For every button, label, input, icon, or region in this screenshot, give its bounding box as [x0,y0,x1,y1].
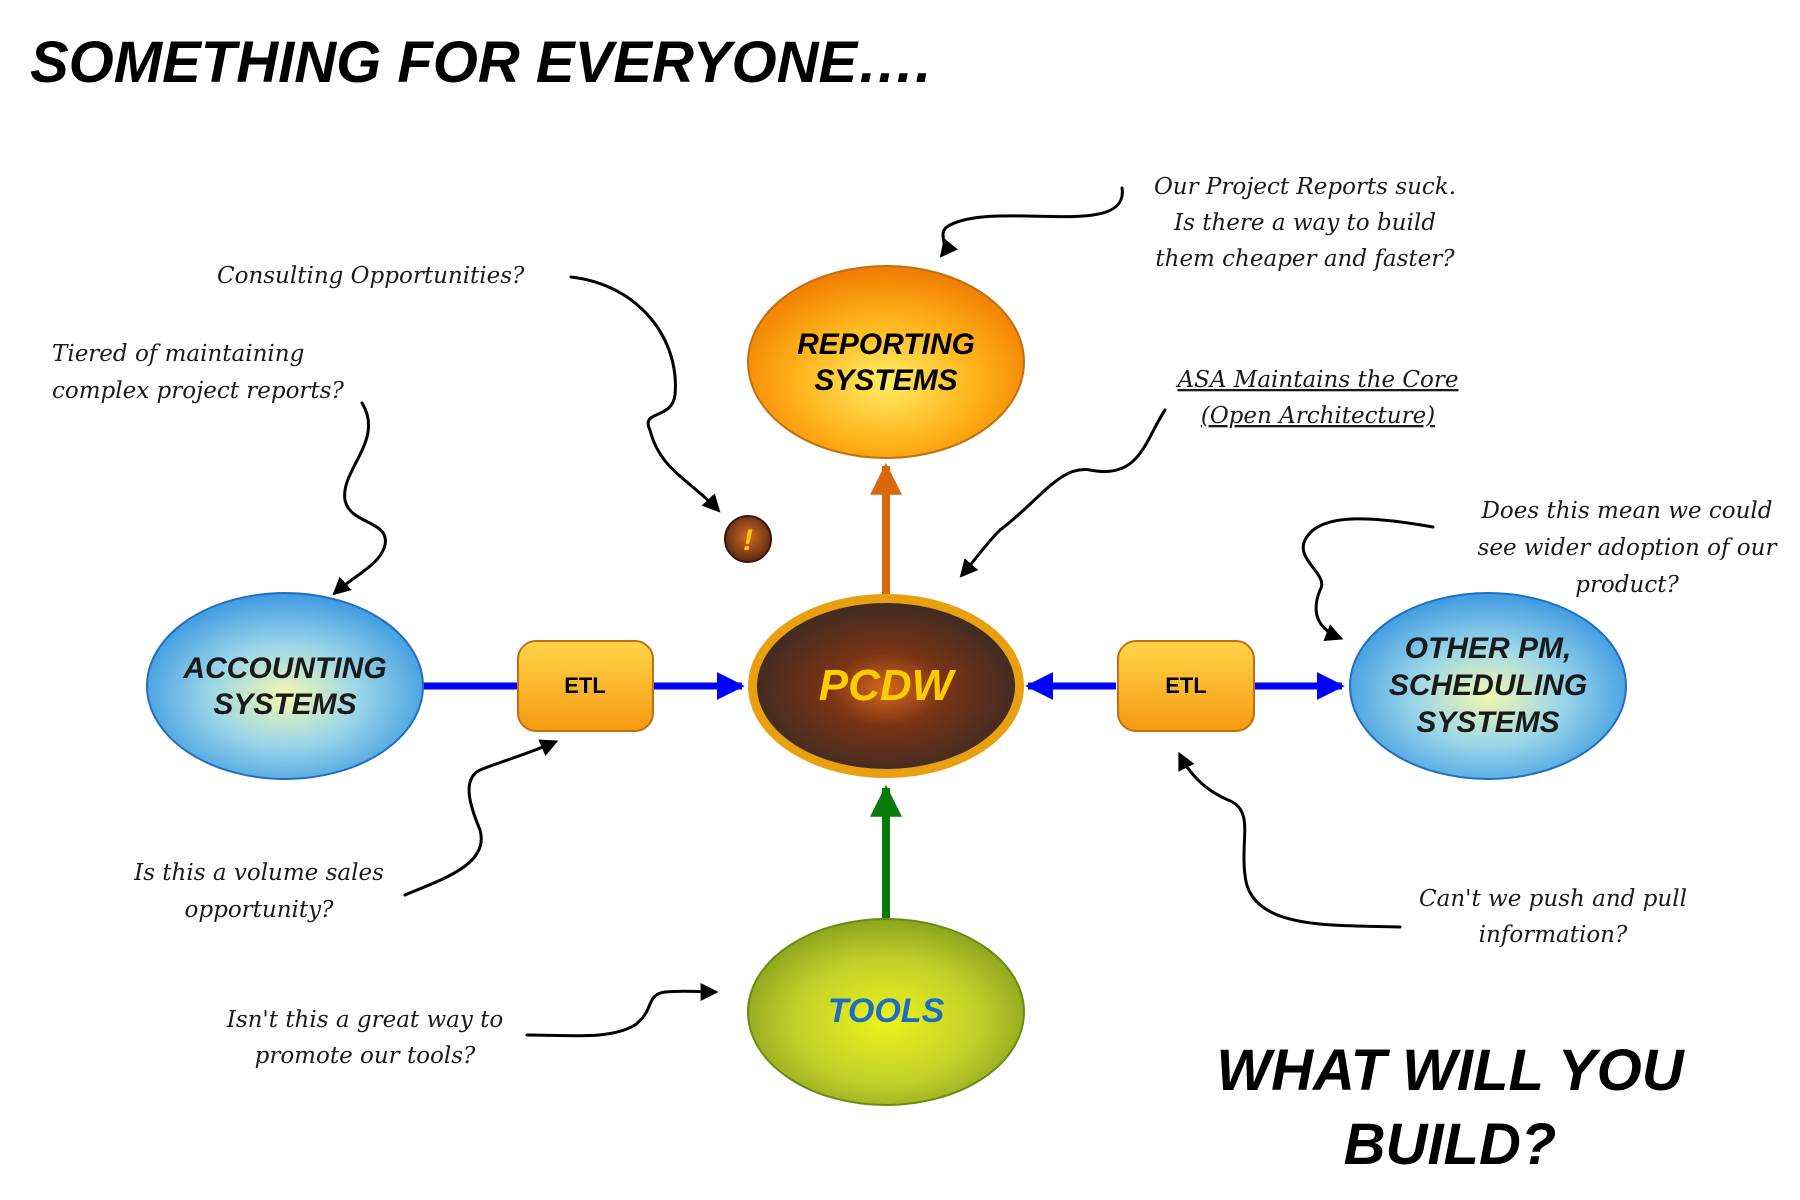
alert-badge: ! [724,515,772,563]
annotation-notes: Our Project Reports suck. Is there a way… [52,174,1778,1069]
note-asa-line1: ASA Maintains the Core [1176,367,1459,393]
other-label-line2: SCHEDULING [1389,669,1587,702]
note-adoption-line2: see wider adoption of our [1478,535,1779,561]
page-title: SOMETHING FOR EVERYONE…. [30,30,931,95]
note-promote-line2: promote our tools? [255,1043,476,1069]
annotation-curves [332,186,1435,1038]
pcdw-label: PCDW [819,661,957,710]
other-label-line1: OTHER PM, [1405,632,1572,665]
note-promote-line1: Isn't this a great way to [226,1007,504,1033]
note-consulting: Consulting Opportunities? [217,263,525,289]
accounting-systems-node: ACCOUNTING SYSTEMS [146,592,424,780]
reporting-label-line1: REPORTING [797,328,975,361]
other-systems-node: OTHER PM, SCHEDULING SYSTEMS [1349,592,1627,780]
reporting-label-line2: SYSTEMS [814,364,957,397]
accounting-label-line2: SYSTEMS [213,688,356,721]
promote-curve [525,982,719,1038]
tiered-curve [332,401,387,596]
volume-curve [403,739,559,897]
other-label-line3: SYSTEMS [1416,706,1559,739]
push-pull-curve [1178,751,1402,929]
adoption-curve [1301,517,1435,642]
pcdw-node: PCDW [748,594,1024,778]
closing-question-line1: WHAT WILL YOU [1216,1038,1685,1103]
note-volume-line1: Is this a volume sales [133,860,384,886]
note-volume-line2: opportunity? [185,897,335,923]
connectors [420,462,1345,920]
etl-right-box: ETL [1117,640,1255,732]
asa-curve [959,408,1167,578]
accounting-label-line1: ACCOUNTING [182,652,386,685]
reports-curve [939,186,1124,258]
note-push-pull-line2: information? [1479,922,1628,948]
etl-left-box: ETL [517,640,654,732]
note-reports-line3: them cheaper and faster? [1155,246,1455,272]
reporting-systems-node: REPORTING SYSTEMS [747,265,1025,459]
note-asa-line2: (Open Architecture) [1201,403,1435,429]
closing-question-line2: BUILD? [1344,1112,1557,1177]
note-adoption-line1: Does this mean we could [1480,498,1772,524]
note-reports-line1: Our Project Reports suck. [1154,174,1456,200]
tools-label: TOOLS [828,992,945,1030]
note-push-pull-line1: Can't we push and pull [1419,886,1687,912]
note-reports-line2: Is there a way to build [1173,210,1436,236]
note-adoption-line3: product? [1575,572,1679,598]
etl-right-label: ETL [1165,673,1207,698]
note-tiered-line1: Tiered of maintaining [52,341,304,367]
alert-icon: ! [743,524,753,557]
etl-left-label: ETL [564,673,606,698]
note-tiered-line2: complex project reports? [52,378,344,404]
consulting-curve [569,275,721,513]
tools-node: TOOLS [747,918,1025,1106]
